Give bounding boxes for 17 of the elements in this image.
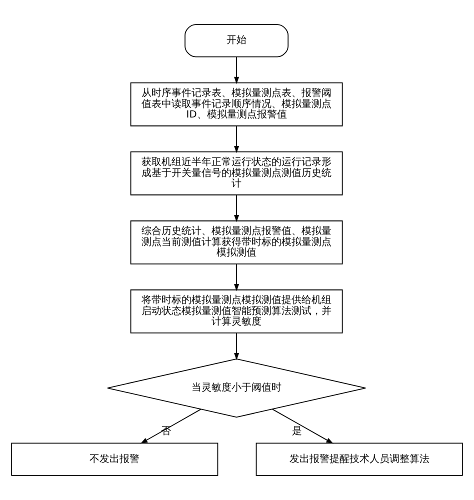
arrow: [234, 126, 240, 154]
node-diamond: 当灵敏度小于阈值时: [107, 358, 366, 418]
node-box: 不发出报警: [11, 442, 218, 476]
arrow: [234, 332, 240, 360]
node-box: 从时序事件记录表、模拟量测点表、报警阈值表中读取事件记录顺序情况、模拟量测点ID、模拟量测点报警值: [130, 82, 343, 126]
node-box: 获取机组近半年正常运行状态的运行记录形成基于开关量信号的模拟量测点测值历史统计: [130, 151, 343, 196]
arrow: [234, 264, 240, 292]
arrow: [140, 408, 202, 444]
node-box: 将带时标的模拟量测点模拟测值提供给机组启动状态模拟量测值智能预测算法测试，并计算灵敏度: [130, 289, 343, 334]
arrow: [234, 194, 240, 222]
edge-label: 是: [292, 426, 302, 437]
node-box: 开始: [184, 24, 289, 58]
arrow: [272, 408, 334, 444]
node-box: 发出报警提醒技术人员调整算法: [256, 442, 463, 476]
arrow: [234, 56, 240, 84]
node-box: 综合历史统计、模拟量测点报警值、模拟量测点当前测值计算获得带时标的模拟量测点模拟测值: [130, 220, 343, 264]
edge-label: 否: [161, 426, 172, 437]
